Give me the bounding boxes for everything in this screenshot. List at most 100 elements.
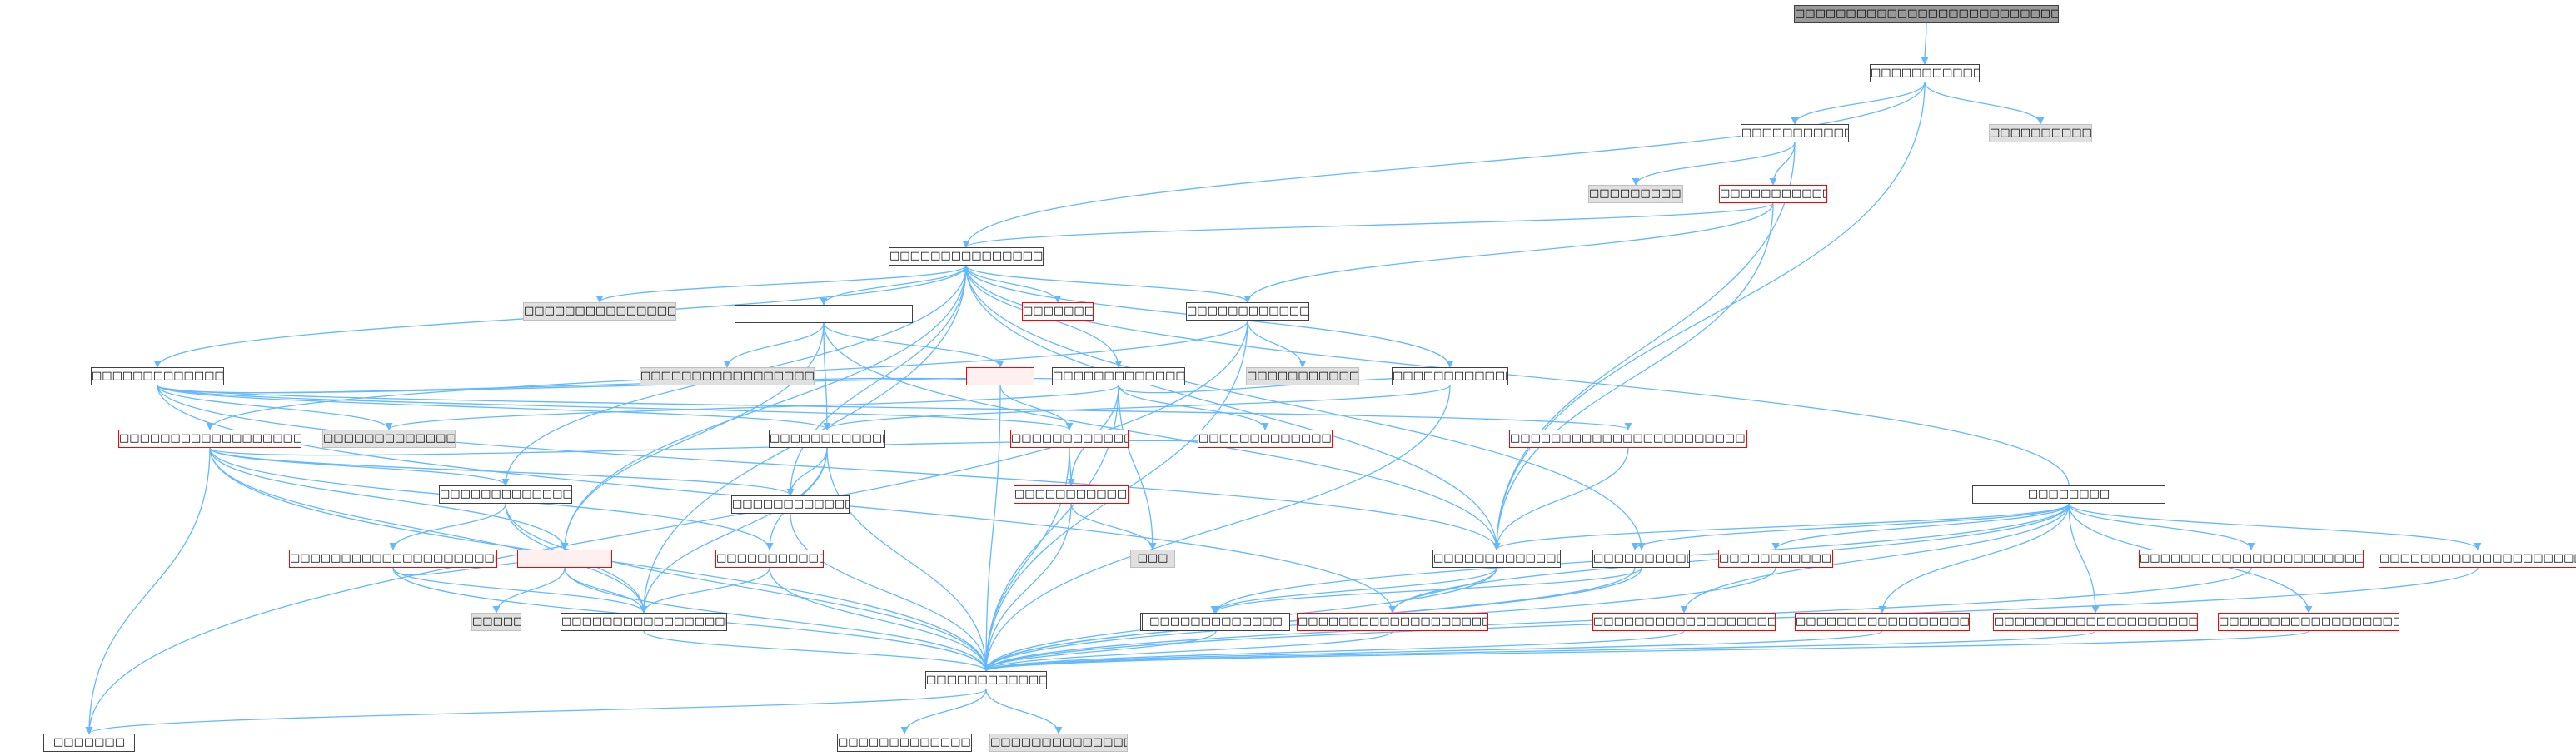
graph-edge-n26-n46 — [790, 513, 990, 672]
graph-edge-n33-n38 — [1631, 503, 2070, 550]
graph-edge-n2-n4 — [1632, 142, 1796, 186]
graph-edge-n40-n46 — [982, 630, 1685, 672]
graph-node-n1[interactable]: □□□□□□□□□□□□□ — [1870, 64, 1980, 82]
graph-node-n31[interactable]: □□□□□□ — [471, 613, 521, 631]
graph-node-n15[interactable]: □□□□□□□□□□□□□□□ — [1246, 367, 1359, 385]
graph-node-n37[interactable]: □□□□□□□□□□□□□□□□□□□□□□□□□□□ — [1297, 613, 1488, 631]
graph-edge-n5-n10 — [1243, 202, 1774, 303]
graph-node-n38[interactable]: □□□□□□□□□□ — [1592, 550, 1677, 568]
graph-edge-n18-n32 — [1492, 447, 1629, 550]
graph-edge-n33-n44 — [2068, 503, 2255, 550]
graph-edge-n46-n47 — [85, 689, 987, 734]
graph-node-n45[interactable]: □□□□□□□□□□□□□□□□□□□□□□□□□□□□□□□□ — [2379, 550, 2576, 568]
graph-node-n0[interactable]: □□□□□□□□□□□□□□□□□□□□□□□□□□□□□□□□□□ — [1794, 5, 2059, 23]
graph-node-n6[interactable]: □□□□□□□□□□□□□□□□□□□□ — [889, 247, 1044, 266]
graph-node-n7[interactable]: □□□□□□□□□□□□□□□□□□□□ — [523, 302, 676, 321]
graph-edge-n10-n47 — [85, 320, 1248, 734]
graph-node-n21[interactable]: □□□□□□□□□□□□□□□□ — [1010, 430, 1129, 448]
graph-edge-n33-n41 — [1878, 503, 2070, 614]
graph-edge-n34-n36 — [1212, 567, 1642, 614]
graph-node-n27[interactable]: □□□□□□□□□□□□□□□□□□□□□□□□□□□□ — [289, 550, 497, 568]
graph-edge-n37-n46 — [982, 630, 1393, 672]
graph-node-n12[interactable]: □□□□□□□□□□□□□□□□□□□□□□□□ — [640, 367, 815, 385]
graph-edge-n30-n46 — [643, 630, 990, 672]
graph-edge-n17-n22 — [209, 447, 510, 486]
graph-edge-n29-n46 — [769, 567, 990, 672]
graph-edge-n2-n32 — [1492, 142, 1796, 550]
graph-node-n4[interactable]: □□□□□□□□□□□□ — [1588, 185, 1683, 203]
graph-edge-n8-n12 — [723, 322, 825, 368]
graph-edge-n33-n45 — [2068, 503, 2482, 550]
graph-edge-n36-n46 — [982, 630, 1217, 672]
graph-node-n39[interactable]: □□□□□□□□□□□□□□ — [1718, 550, 1833, 568]
graph-node-n13[interactable] — [966, 367, 1034, 385]
graph-node-n23[interactable]: □□□□□□□□□□□□□□ — [1198, 430, 1333, 448]
graph-edge-n11-n18 — [157, 385, 1632, 430]
graph-edge-n17-n47 — [85, 447, 211, 734]
graph-node-n41[interactable]: □□□□□□□□□□□□□□□□□□□□□□□□□□□□ — [1795, 613, 1970, 631]
graph-node-n43[interactable]: □□□□□□□□□□□□□□□□□□□□□□□□□□□□□ — [2218, 613, 2399, 631]
graph-node-n16[interactable]: □□□□□□□□□□□□□□ — [1392, 367, 1508, 385]
graph-edge-n17-n26 — [209, 447, 795, 496]
graph-node-n46[interactable]: □□□□□□□□□□□□□□□□ — [925, 671, 1047, 689]
graph-edge-n46-n48 — [900, 689, 987, 734]
graph-edge-n14-n19 — [385, 385, 1119, 430]
graph-node-n5[interactable]: □□□□□□□□□□□□ — [1719, 185, 1827, 203]
graph-edge-n24-n46 — [982, 503, 1072, 672]
graph-edge-n16-n20 — [823, 385, 1451, 430]
graph-edge-n11-n21 — [157, 385, 1074, 430]
graph-edge-n6-n10 — [965, 265, 1252, 303]
graph-edge-n1-n3 — [1924, 82, 2045, 125]
graph-edge-n41-n46 — [982, 630, 1883, 672]
graph-edge-n28-n46 — [564, 567, 990, 672]
graph-node-n24[interactable]: □□□□□□□□□□□□□□ — [1014, 485, 1129, 504]
graph-edge-n33-n32 — [1492, 503, 2070, 550]
graph-edge-n6-n32 — [965, 265, 1501, 550]
graph-node-n9[interactable]: □□□□□□□□ — [1022, 302, 1094, 321]
graph-node-n40[interactable]: □□□□□□□□□□□□□□□□□□□□□□□□□□□□ — [1592, 613, 1776, 631]
graph-node-n26[interactable]: □□□□□□□□□□□□□□□□□□□□ — [731, 495, 850, 514]
graph-edge-n33-n39 — [1771, 503, 2070, 550]
graph-node-n3[interactable]: □□□□□□□□□□□□□ — [1989, 124, 2092, 142]
graph-node-n10[interactable]: □□□□□□□□□□□□□□□□ — [1186, 302, 1309, 321]
graph-edge-n14-n23 — [1118, 385, 1269, 430]
graph-edge-n46-n49 — [985, 689, 1063, 734]
graph-edge-n20-n46 — [826, 447, 990, 672]
graph-node-n25[interactable]: □□□ — [1130, 550, 1175, 568]
graph-edge-n8-n28 — [561, 322, 825, 550]
graph-node-n49[interactable]: □□□□□□□□□□□□□□□□□□ — [989, 734, 1128, 752]
graph-edge-n1-n6 — [962, 82, 1926, 248]
graph-node-n19[interactable]: □□□□□□□□□□□□□□□□ — [322, 430, 456, 448]
graph-node-n11[interactable]: □□□□□□□□□□□□□□□□□□ — [91, 367, 224, 385]
graph-node-n22[interactable]: □□□□□□□□□□□□□□□□□□ — [439, 485, 572, 504]
graph-edge-n42-n46 — [982, 630, 2096, 672]
graph-node-n28[interactable] — [517, 550, 612, 568]
graph-edge-n14-n25 — [1118, 385, 1157, 550]
graph-edge-n13-n21 — [999, 385, 1074, 430]
graph-node-n33[interactable]: □□□□□□□□ — [1972, 485, 2165, 504]
graph-edge-n13-n46 — [982, 385, 1001, 672]
graph-node-n17[interactable]: □□□□□□□□□□□□□□□□□□□□□□□□□□□□□□ — [118, 430, 301, 448]
graph-edge-n6-n34 — [965, 265, 1646, 550]
graph-node-n42[interactable]: □□□□□□□□□□□□□□□□□□□□□□□□□□□ — [1993, 613, 2198, 631]
graph-edge-n1-n2 — [1791, 82, 1926, 125]
graph-node-n48[interactable]: □□□□□□□□□□□□□□□□□□□ — [837, 734, 972, 752]
graph-node-n18[interactable]: □□□□□□□□□□□□□□□□□□□□□□□□ — [1509, 430, 1747, 448]
graph-edge-n5-n6 — [962, 202, 1774, 248]
graph-node-n36[interactable]: □□□□□□□□□□□□□ — [1142, 613, 1290, 631]
graph-node-n14[interactable]: □□□□□□□□□□□□□□□ — [1052, 367, 1185, 385]
graph-edge-n8-n20 — [823, 322, 831, 430]
graph-edge-n20-n26 — [786, 447, 828, 496]
graph-node-n2[interactable]: □□□□□□□□□□□□□ — [1741, 124, 1849, 142]
graph-node-n30[interactable]: □□□□□□□□□□□□□□□□□□□□□□□ — [561, 613, 727, 631]
graph-node-n32[interactable]: □□□□□□□□□□□□□□□□ — [1432, 550, 1561, 568]
graph-edge-n22-n27 — [389, 503, 506, 550]
graph-node-n29[interactable]: □□□□□□□□□□□□ — [715, 550, 824, 568]
graph-edge-n6-n8 — [820, 265, 967, 306]
graph-node-n20[interactable]: □□□□□□□□□□□□□□ — [769, 430, 885, 448]
graph-node-n8[interactable] — [735, 305, 913, 323]
graph-node-n44[interactable]: □□□□□□□□□□□□□□□□□□□□□□□□□ — [2139, 550, 2364, 568]
graph-node-n47[interactable]: □□□□□□□ — [43, 734, 135, 752]
graph-edge-n20-n30 — [640, 447, 828, 614]
graph-edge-n2-n5 — [1769, 142, 1796, 186]
